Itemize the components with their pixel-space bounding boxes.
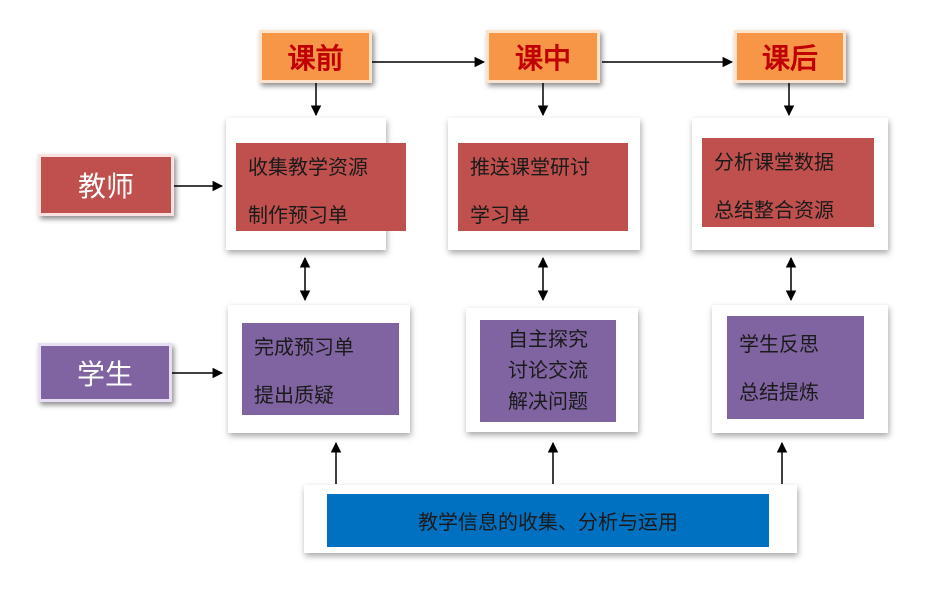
phase-before-label: 课前 [287,41,344,75]
student-task-after-line-1: 学生反思 [739,332,819,356]
student-task-after: 学生反思 总结提炼 [727,316,864,419]
student-task-before-line-2: 提出质疑 [254,383,334,407]
phase-during: 课中 [486,30,600,83]
student-task-during-line-2: 讨论交流 [508,358,588,382]
teacher-task-before-line-2: 制作预习单 [248,203,348,227]
teacher-task-during: 推送课堂研讨 学习单 [458,143,628,231]
teacher-task-before: 收集教学资源 制作预习单 [236,143,406,231]
student-task-before-line-1: 完成预习单 [254,335,354,359]
role-student: 学生 [38,343,172,402]
student-task-before: 完成预习单 提出质疑 [242,323,399,415]
teacher-task-during-line-1: 推送课堂研讨 [470,155,590,179]
student-task-during-line-3: 解决问题 [508,389,588,413]
student-task-during-line-1: 自主探究 [508,327,588,351]
role-student-label: 学生 [76,357,133,391]
teacher-task-after: 分析课堂数据 总结整合资源 [702,138,874,227]
teacher-task-before-line-1: 收集教学资源 [248,155,368,179]
role-teacher: 教师 [38,154,174,216]
phase-before: 课前 [259,30,372,83]
phase-after-label: 课后 [761,41,818,75]
student-task-during: 自主探究 讨论交流 解决问题 [480,320,616,422]
role-teacher-label: 教师 [77,170,134,203]
info-bar: 教学信息的收集、分析与运用 [327,494,769,547]
teacher-task-during-line-2: 学习单 [470,203,530,227]
teacher-task-after-line-1: 分析课堂数据 [714,150,834,174]
phase-after: 课后 [734,30,846,83]
student-task-after-line-2: 总结提炼 [739,380,819,404]
info-bar-label: 教学信息的收集、分析与运用 [418,510,678,534]
phase-during-label: 课中 [514,41,571,75]
teacher-task-after-line-2: 总结整合资源 [714,198,834,222]
